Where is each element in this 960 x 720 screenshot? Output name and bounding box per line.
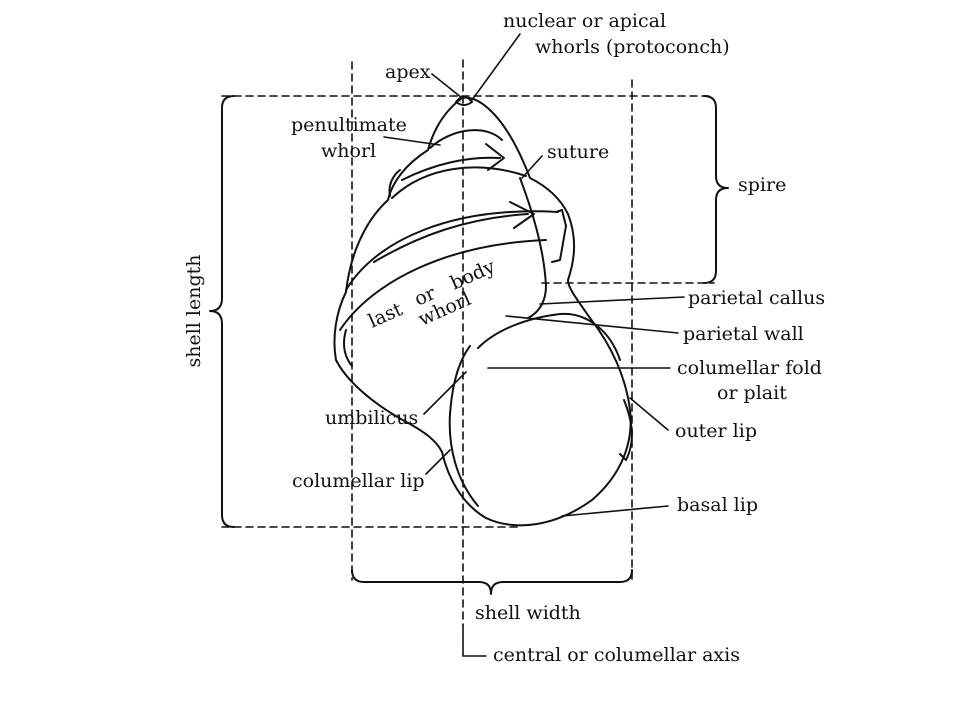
penultimate-leader (383, 136, 441, 146)
braces (209, 95, 729, 595)
outer-lip-flare (619, 399, 633, 461)
label-central-axis: central or columellar axis (493, 644, 740, 666)
shell-length-brace (209, 95, 235, 528)
body-whorl-arrow (373, 201, 535, 263)
parietal-callus-leader (539, 296, 685, 305)
label-parietal-callus: parietal callus (688, 287, 825, 309)
left-whorl-shading (343, 169, 401, 367)
axis-suture-curve (519, 177, 547, 319)
label-penultimate-line1: penultimate (291, 114, 407, 136)
label-spire: spire (738, 174, 786, 196)
label-parietal-wall: parietal wall (683, 323, 804, 345)
label-columellar-lip: columellar lip (292, 470, 425, 492)
body-whorl-suture (345, 210, 559, 291)
label-body-whorl-1: last (365, 298, 406, 332)
label-nuclear-line1: nuclear or apical (503, 10, 666, 32)
label-columellar-fold-line2: or plait (717, 382, 787, 404)
label-shell-width: shell width (475, 602, 581, 624)
spire-suture-1 (429, 129, 503, 149)
umbilicus-leader (423, 371, 467, 415)
label-nuclear-line2: whorls (protoconch) (535, 36, 730, 58)
aperture-inner-edge (477, 312, 621, 361)
shell-outline (333, 96, 632, 527)
spire-suture-2 (391, 166, 527, 199)
label-suture: suture (547, 141, 609, 163)
label-apex: apex (385, 61, 431, 83)
outer-lip-leader (629, 397, 669, 431)
parietal-wall-leader (505, 315, 679, 334)
basal-lip-leader (561, 505, 669, 517)
penultimate-arrow (401, 143, 505, 181)
label-penultimate-line2: whorl (321, 140, 376, 162)
suture-leader (521, 155, 543, 179)
label-outer-lip: outer lip (675, 420, 757, 442)
measurement-frame (221, 59, 715, 626)
label-shell-length: shell length (183, 254, 205, 367)
label-columellar-fold-line1: columellar fold (677, 357, 822, 379)
label-basal-lip: basal lip (677, 494, 758, 516)
columellar-lip-leader (425, 449, 451, 475)
shell-width-brace (351, 569, 633, 595)
label-body-whorl-3: body (447, 255, 499, 294)
body-whorl-inner-band (339, 239, 547, 331)
nuclear-leader (471, 33, 521, 101)
shell-drawing (333, 96, 633, 527)
label-umbilicus: umbilicus (325, 407, 418, 429)
labels: nuclear or apical whorls (protoconch) ap… (183, 10, 825, 666)
apex-leader (431, 73, 463, 99)
spire-brace (703, 95, 729, 284)
right-whorl-shading (551, 209, 567, 263)
leader-lines (383, 33, 685, 517)
columellar-lip-edge (448, 345, 479, 507)
